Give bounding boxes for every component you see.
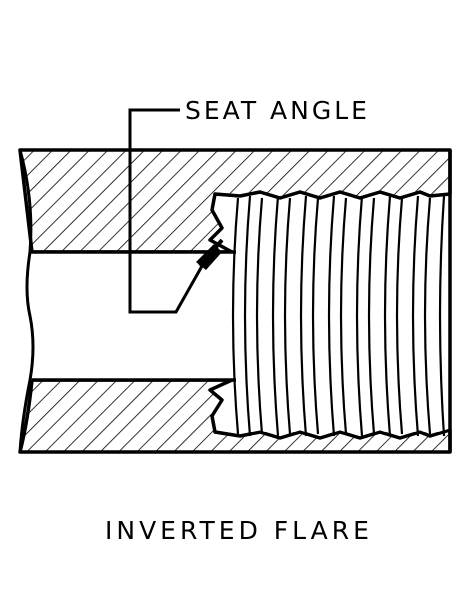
internal-threads	[214, 150, 452, 452]
tube-bore	[18, 149, 236, 453]
break-line	[18, 149, 35, 453]
seat-angle-leader-line	[128, 108, 204, 314]
seat-angle-marker	[196, 238, 224, 270]
diagram-caption: INVERTED FLARE	[105, 516, 373, 545]
seat-angle-label: SEAT ANGLE	[185, 96, 370, 125]
